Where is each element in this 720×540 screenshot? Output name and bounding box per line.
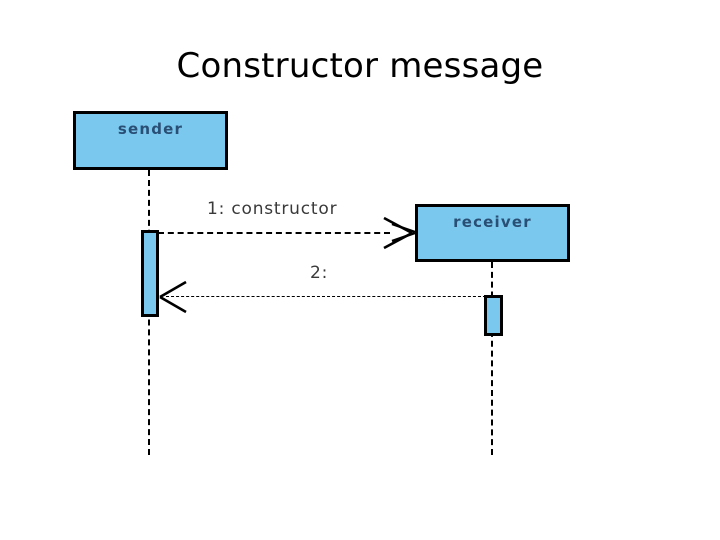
message-label-constructor: 1: constructor bbox=[207, 199, 338, 219]
lifeline-receiver bbox=[491, 262, 493, 455]
participant-box-receiver[interactable]: receiver bbox=[415, 204, 570, 262]
arrowhead-right-icon bbox=[378, 214, 418, 259]
message-line-constructor[interactable] bbox=[158, 232, 390, 234]
message-label-return: 2: bbox=[310, 263, 329, 283]
participant-box-sender[interactable]: sender bbox=[73, 111, 228, 170]
participant-label-receiver: receiver bbox=[453, 213, 532, 231]
page-title: Constructor message bbox=[176, 46, 544, 86]
activation-bar-receiver[interactable] bbox=[484, 295, 503, 336]
participant-label-sender: sender bbox=[117, 120, 184, 138]
message-line-return[interactable] bbox=[166, 296, 486, 297]
arrowhead-left-icon bbox=[156, 278, 192, 321]
activation-bar-sender[interactable] bbox=[141, 230, 159, 317]
